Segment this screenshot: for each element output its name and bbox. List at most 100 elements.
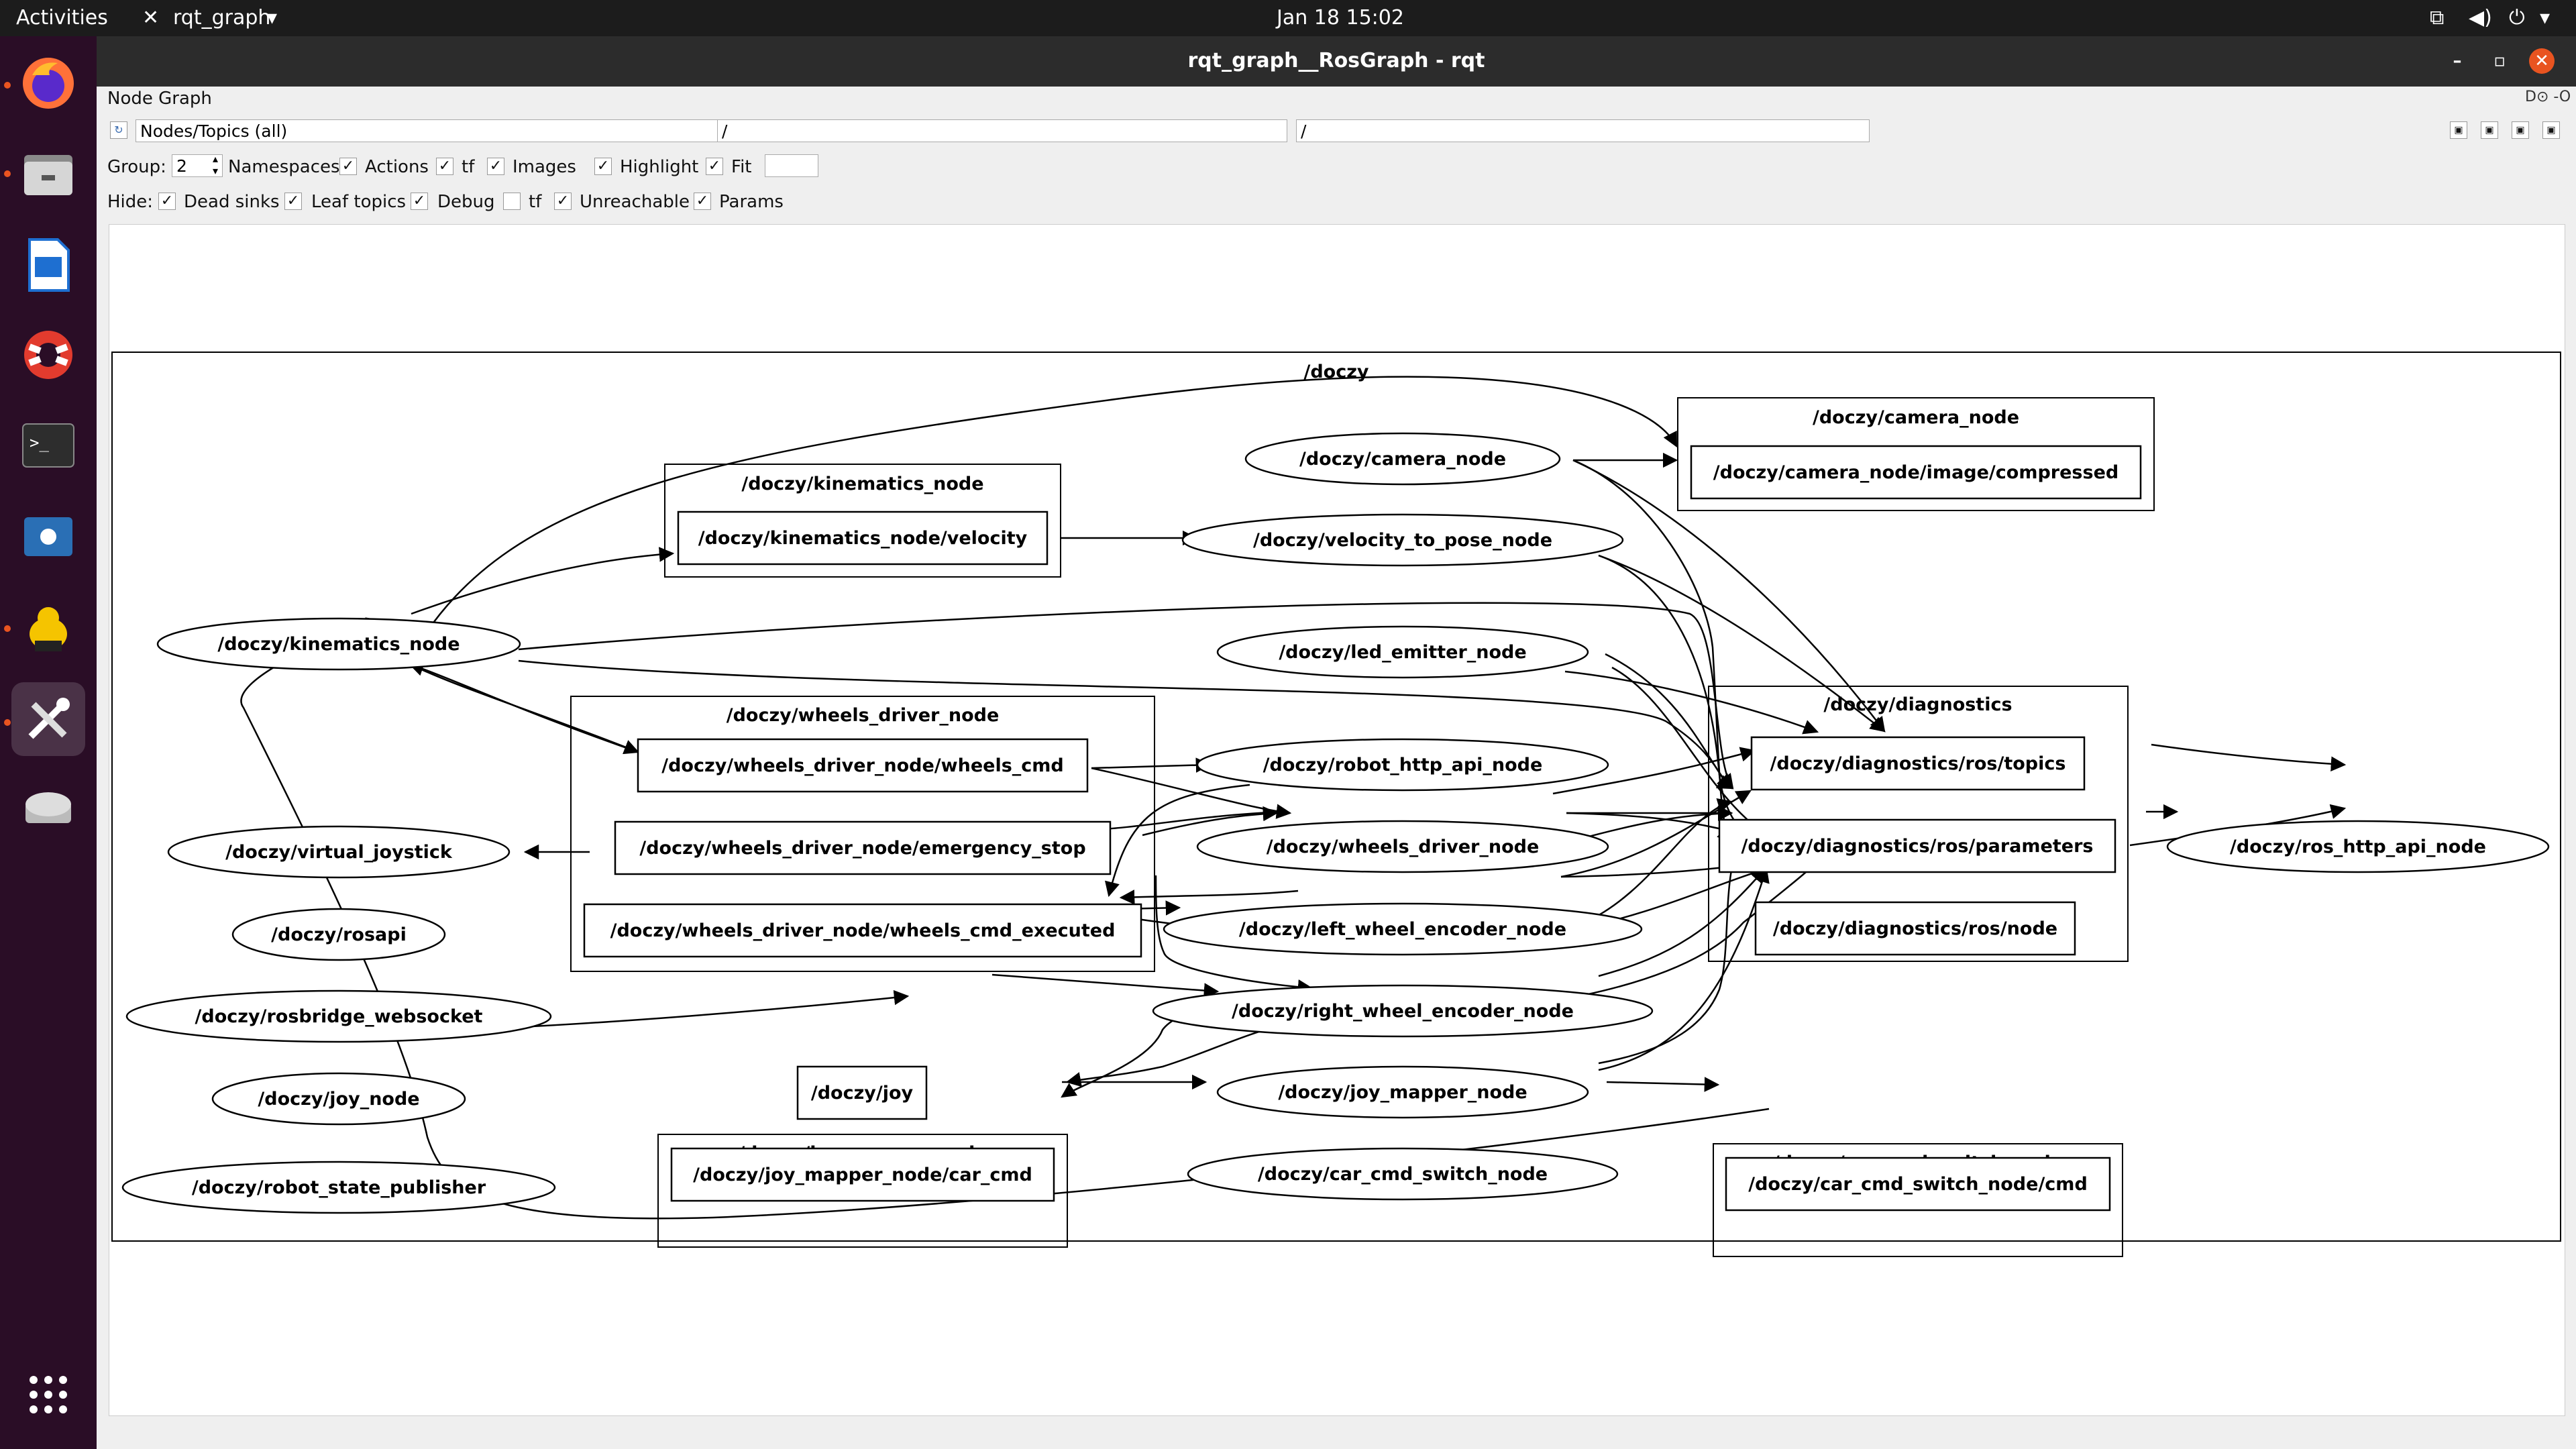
window-titlebar[interactable]: rqt_graph__RosGraph - rqt – ▫ ✕ bbox=[97, 36, 2576, 87]
topic-filter-input[interactable]: / bbox=[1296, 119, 1870, 142]
cluster-joy-mapper-node[interactable] bbox=[657, 1134, 1068, 1248]
topic-kinematics-velocity[interactable] bbox=[677, 511, 1049, 566]
topic-image-compressed[interactable] bbox=[1690, 445, 2142, 500]
terminal-icon[interactable]: >_ bbox=[11, 409, 85, 482]
label-led-emitter-node: /doczy/led_emitter_node bbox=[1279, 642, 1526, 663]
params-checkbox[interactable]: ✓ bbox=[694, 193, 711, 210]
save-svg-icon[interactable]: ▣ bbox=[2512, 121, 2529, 139]
cluster-label-kinematics: /doczy/kinematics_node bbox=[741, 474, 983, 494]
node-kinematics[interactable] bbox=[156, 617, 521, 671]
actions-label: Actions bbox=[365, 157, 429, 177]
label-diag-topics: /doczy/diagnostics/ros/topics bbox=[1770, 753, 2066, 774]
label-joy-node: /doczy/joy_node bbox=[258, 1089, 419, 1110]
plugin-title[interactable]: Node Graph bbox=[107, 89, 212, 109]
node-right-wheel-encoder[interactable] bbox=[1152, 984, 1654, 1038]
save-dot-icon[interactable]: ▣ bbox=[2481, 121, 2498, 139]
hide-label: Hide: bbox=[107, 192, 154, 212]
cluster-kinematics-node[interactable] bbox=[664, 464, 1061, 578]
node-camera[interactable] bbox=[1244, 432, 1561, 486]
load-dot-icon[interactable]: ▣ bbox=[2450, 121, 2467, 139]
cluster-car-cmd-switch-node[interactable] bbox=[1713, 1143, 2123, 1257]
debug-checkbox[interactable]: ✓ bbox=[411, 193, 428, 210]
node-led-emitter[interactable] bbox=[1216, 625, 1589, 679]
dead-sinks-checkbox[interactable]: ✓ bbox=[158, 193, 176, 210]
node-left-wheel-encoder[interactable] bbox=[1163, 902, 1643, 956]
cluster-doczy[interactable] bbox=[111, 352, 2561, 1242]
node-wheels-driver[interactable] bbox=[1196, 820, 1609, 873]
unreachable-checkbox[interactable]: ✓ bbox=[554, 193, 572, 210]
hide-tf-label: tf bbox=[529, 192, 542, 212]
group-spinbox[interactable]: 2 ▴▾ bbox=[172, 152, 223, 177]
topic-diag-topics[interactable] bbox=[1750, 736, 2086, 791]
topic-car-cmd-switch-cmd[interactable] bbox=[1725, 1157, 2111, 1212]
graph-canvas[interactable]: /doczy /doczy/kinematics_node /doczy/whe… bbox=[109, 224, 2565, 1416]
hide-tf-checkbox[interactable] bbox=[503, 193, 521, 210]
filter-combobox[interactable]: Nodes/Topics (all) ▾ bbox=[136, 119, 749, 142]
cluster-diagnostics[interactable] bbox=[1708, 686, 2129, 962]
topic-emergency-stop[interactable] bbox=[614, 820, 1112, 875]
tf-checkbox[interactable]: ✓ bbox=[487, 158, 504, 175]
power-icon[interactable]: ⏻ bbox=[2509, 6, 2525, 30]
close-button[interactable]: ✕ bbox=[2529, 48, 2555, 74]
label-robot-state-publisher: /doczy/robot_state_publisher bbox=[192, 1177, 486, 1198]
node-robot-http-api[interactable] bbox=[1196, 738, 1609, 792]
debug-label: Debug bbox=[437, 192, 495, 212]
cluster-wheels-driver-node[interactable] bbox=[570, 696, 1155, 972]
minimize-button[interactable]: – bbox=[2453, 51, 2462, 71]
tf-label: tf bbox=[462, 157, 475, 177]
duckietown-icon[interactable] bbox=[11, 592, 85, 665]
spin-arrows-icon[interactable]: ▴▾ bbox=[212, 152, 218, 177]
node-rosbridge-websocket[interactable] bbox=[125, 989, 552, 1043]
rqt-tools-icon[interactable] bbox=[11, 682, 85, 756]
label-velocity-to-pose-node: /doczy/velocity_to_pose_node bbox=[1253, 530, 1552, 551]
node-virtual-joystick[interactable] bbox=[167, 825, 511, 879]
dock: >_ bbox=[0, 36, 97, 1449]
node-car-cmd-switch[interactable] bbox=[1187, 1147, 1619, 1201]
label-camera-node: /doczy/camera_node bbox=[1299, 449, 1506, 470]
show-apps-icon[interactable] bbox=[11, 1358, 85, 1432]
save-image-icon[interactable]: ▣ bbox=[2542, 121, 2560, 139]
node-robot-state-publisher[interactable] bbox=[121, 1161, 556, 1214]
topic-wheels-cmd-executed[interactable] bbox=[583, 903, 1142, 958]
node-joy-mapper[interactable] bbox=[1216, 1065, 1589, 1119]
fit-in-view-button[interactable] bbox=[765, 154, 818, 177]
running-indicator bbox=[4, 719, 11, 726]
topic-car-cmd[interactable] bbox=[670, 1147, 1055, 1202]
cluster-label-camera: /doczy/camera_node bbox=[1813, 407, 2019, 428]
cluster-label-diagnostics: /doczy/diagnostics bbox=[1823, 694, 2012, 715]
label-diag-parameters: /doczy/diagnostics/ros/parameters bbox=[1741, 836, 2094, 857]
topic-joy[interactable] bbox=[796, 1065, 928, 1120]
disk-icon[interactable] bbox=[11, 774, 85, 848]
help-icon[interactable] bbox=[11, 318, 85, 392]
libreoffice-writer-icon[interactable] bbox=[11, 228, 85, 302]
screenshot-icon[interactable] bbox=[11, 499, 85, 573]
running-indicator bbox=[4, 82, 11, 89]
node-velocity-to-pose[interactable] bbox=[1181, 513, 1624, 567]
highlight-checkbox[interactable]: ✓ bbox=[594, 158, 612, 175]
namespace-filter-input[interactable]: / bbox=[717, 119, 1287, 142]
activities-button[interactable]: Activities bbox=[16, 6, 108, 30]
label-kinematics-node: /doczy/kinematics_node bbox=[217, 634, 460, 655]
leaf-topics-checkbox[interactable]: ✓ bbox=[284, 193, 302, 210]
network-icon[interactable]: ⧉ bbox=[2430, 6, 2445, 30]
maximize-button[interactable]: ▫ bbox=[2493, 51, 2506, 71]
files-icon[interactable] bbox=[11, 137, 85, 211]
node-ros-http-api[interactable] bbox=[2166, 820, 2550, 873]
node-rosapi[interactable] bbox=[231, 908, 446, 961]
volume-icon[interactable]: ◀) bbox=[2469, 6, 2492, 30]
app-menu-button[interactable]: rqt_graph bbox=[173, 6, 271, 30]
group-label: Group: bbox=[107, 157, 166, 177]
plugin-help-icon[interactable]: D⊙ -O bbox=[2525, 89, 2571, 105]
clock[interactable]: Jan 18 15:02 bbox=[1277, 6, 1404, 30]
topic-wheels-cmd[interactable] bbox=[637, 738, 1089, 793]
label-car-cmd-switch-cmd: /doczy/car_cmd_switch_node/cmd bbox=[1748, 1174, 2088, 1195]
fit-checkbox[interactable]: ✓ bbox=[706, 158, 723, 175]
namespaces-checkbox[interactable]: ✓ bbox=[339, 158, 357, 175]
refresh-icon[interactable]: ↻ bbox=[110, 121, 127, 139]
cluster-label-wheels: /doczy/wheels_driver_node bbox=[727, 705, 1000, 726]
firefox-icon[interactable] bbox=[11, 46, 85, 120]
topic-diag-parameters[interactable] bbox=[1718, 818, 2116, 873]
actions-checkbox[interactable]: ✓ bbox=[436, 158, 453, 175]
topic-diag-node[interactable] bbox=[1754, 901, 2076, 956]
node-joy-node[interactable] bbox=[211, 1072, 466, 1126]
